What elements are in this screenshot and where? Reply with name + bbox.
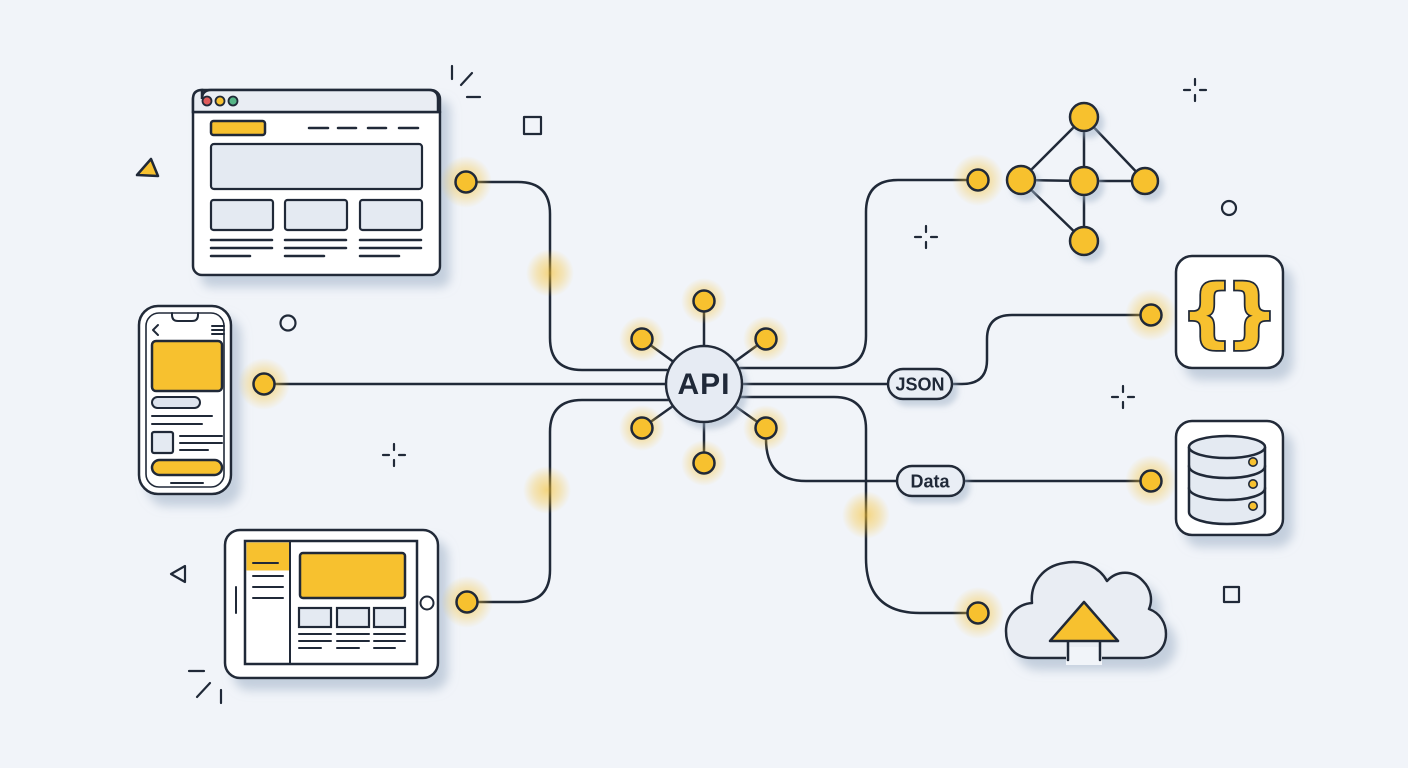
- button-placeholder: [150, 458, 224, 477]
- cloud-upload-icon: [1004, 560, 1168, 665]
- hub-spoke-nodes: [619, 278, 789, 486]
- node-dot: [1005, 164, 1037, 196]
- upload-arrow-icon: [1048, 600, 1120, 643]
- text-line-placeholders: [151, 415, 213, 425]
- node-dot: [692, 451, 716, 475]
- status-dot: [1248, 456, 1259, 467]
- text-line-placeholders: [179, 435, 223, 451]
- open-brace-glyph: {: [1181, 270, 1234, 356]
- cylinder-body: [1187, 447, 1267, 526]
- text-line-placeholders: [209, 238, 423, 258]
- node-dot: [630, 416, 654, 440]
- hub-circle: [664, 344, 744, 424]
- traffic-light-icons: [201, 95, 239, 107]
- data-badge-label: Data: [910, 472, 950, 492]
- square-decoration-icon: [522, 115, 543, 136]
- triangle-decoration-icon: [135, 157, 160, 178]
- crosshair-icon: [913, 224, 939, 250]
- circle-decoration-icon: [279, 314, 297, 332]
- square-decoration-icon: [1222, 585, 1241, 604]
- node-dot: [1068, 101, 1100, 133]
- cloud-notch: [1066, 647, 1102, 665]
- node-dot: [455, 590, 479, 614]
- image-placeholder: [150, 339, 224, 393]
- text-line-placeholders: [298, 633, 406, 649]
- json-badge: JSON: [886, 367, 954, 401]
- node-dot: [454, 170, 478, 194]
- decorations: [135, 64, 1241, 705]
- crosshair-icon: [1110, 384, 1136, 410]
- connector-api-network: [738, 178, 980, 370]
- connector-end-dots: [238, 154, 1177, 639]
- node-dot: [630, 327, 654, 351]
- json-badge-label: JSON: [895, 375, 944, 395]
- code-braces-icon: { }: [1174, 254, 1285, 370]
- notch: [171, 312, 199, 322]
- status-dot: [1248, 478, 1259, 489]
- connector-spoke-data: [764, 437, 899, 483]
- hamburger-menu-icon: [211, 325, 225, 335]
- hero-placeholder: [209, 142, 424, 191]
- sidebar-header-placeholder: [246, 542, 290, 571]
- status-dot: [1248, 500, 1259, 511]
- sparkle-icon: [187, 669, 223, 705]
- card-placeholders: [209, 198, 424, 232]
- maximize-icon: [227, 95, 239, 107]
- card-placeholders: [297, 606, 407, 629]
- data-badge: Data: [895, 464, 966, 498]
- database-icon: [1174, 419, 1285, 537]
- node-dot: [1139, 303, 1163, 327]
- smartphone-mockup: [137, 304, 233, 496]
- node-dot: [1130, 166, 1160, 196]
- tablet-mockup: [223, 528, 440, 680]
- glow-spot: [523, 466, 571, 514]
- home-button: [419, 595, 435, 611]
- api-hub: API: [619, 278, 789, 486]
- network-graph-icon: [1005, 101, 1160, 257]
- node-dot: [754, 327, 778, 351]
- triangle-outline-icon: [169, 564, 187, 584]
- node-dot: [1068, 225, 1100, 257]
- connector-json-braces: [950, 313, 1153, 386]
- node-dot: [966, 601, 990, 625]
- cylinder-top: [1187, 434, 1267, 460]
- close-icon: [201, 95, 213, 107]
- thumbnail-placeholder: [150, 430, 175, 455]
- node-dot: [252, 372, 276, 396]
- node-dot: [754, 416, 778, 440]
- hero-placeholder: [298, 551, 407, 600]
- graph-nodes: [1005, 101, 1160, 257]
- node-dot: [692, 289, 716, 313]
- node-dot: [1139, 469, 1163, 493]
- back-chevron-icon: [152, 324, 159, 336]
- hub-label: API: [677, 368, 730, 401]
- sparkle-icon: [450, 64, 482, 99]
- node-dot: [1068, 165, 1100, 197]
- glow-spot: [842, 491, 890, 539]
- chip-placeholder: [151, 396, 201, 409]
- sidebar-text-lines: [252, 575, 284, 599]
- circle-decoration-icon: [1220, 199, 1238, 217]
- line-glow-spots: [523, 249, 890, 539]
- close-brace-glyph: }: [1226, 270, 1279, 356]
- logo-placeholder: [209, 119, 267, 137]
- glow-spot: [526, 249, 574, 297]
- connector-api-cloud: [738, 395, 980, 615]
- minimize-icon: [214, 95, 226, 107]
- crosshair-icon: [381, 442, 407, 468]
- browser-window-mockup: [191, 88, 442, 277]
- node-dot: [966, 168, 990, 192]
- crosshair-icon: [1182, 77, 1208, 103]
